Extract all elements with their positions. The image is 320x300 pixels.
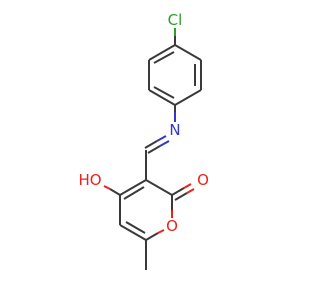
bond-c4-oh (109, 188, 121, 196)
atom-nitrogen: N (169, 121, 180, 139)
bond-c1-c2 (174, 44, 202, 61)
bond-c6-c1-inner (153, 51, 175, 64)
bond-c6-o1 (145, 232, 159, 241)
atom-chlorine: Cl (168, 11, 183, 29)
bond-c3-c4 (119, 179, 147, 196)
bond-c2-o-b (174, 192, 188, 201)
atom-ring-oxygen: O (166, 217, 178, 235)
bond-c4-oh-colored (103, 185, 111, 190)
bond-n-ch-a (156, 135, 167, 142)
bond-c4-c5-inner (153, 86, 175, 99)
bond-c5-c6-inner (125, 221, 146, 234)
bond-c5-c6 (119, 224, 147, 241)
bond-n-ch-b (159, 140, 170, 147)
chlorophenyl-ring (148, 44, 202, 106)
atom-hydroxyl: HO (78, 171, 101, 189)
bond-n-ch-b2 (147, 145, 161, 154)
bond-c3-c4 (174, 89, 202, 106)
pyranone-ring (119, 179, 173, 241)
bond-c3-c4-inner (123, 186, 145, 200)
bond-c2-o-b-colored (186, 188, 195, 194)
bond-c4-c5 (148, 89, 176, 106)
bond-c6-o1-colored (157, 229, 165, 234)
bond-c2-o-a (171, 187, 185, 196)
molecule-structure-diagram: Cl N HO O O (78, 11, 209, 270)
atom-carbonyl-oxygen: O (197, 171, 209, 189)
bond-c3-c2 (145, 179, 173, 196)
bond-n-ch-a2 (144, 140, 158, 149)
bond-c2-o-a-colored (183, 183, 192, 189)
bond-c6-c1 (148, 44, 176, 61)
